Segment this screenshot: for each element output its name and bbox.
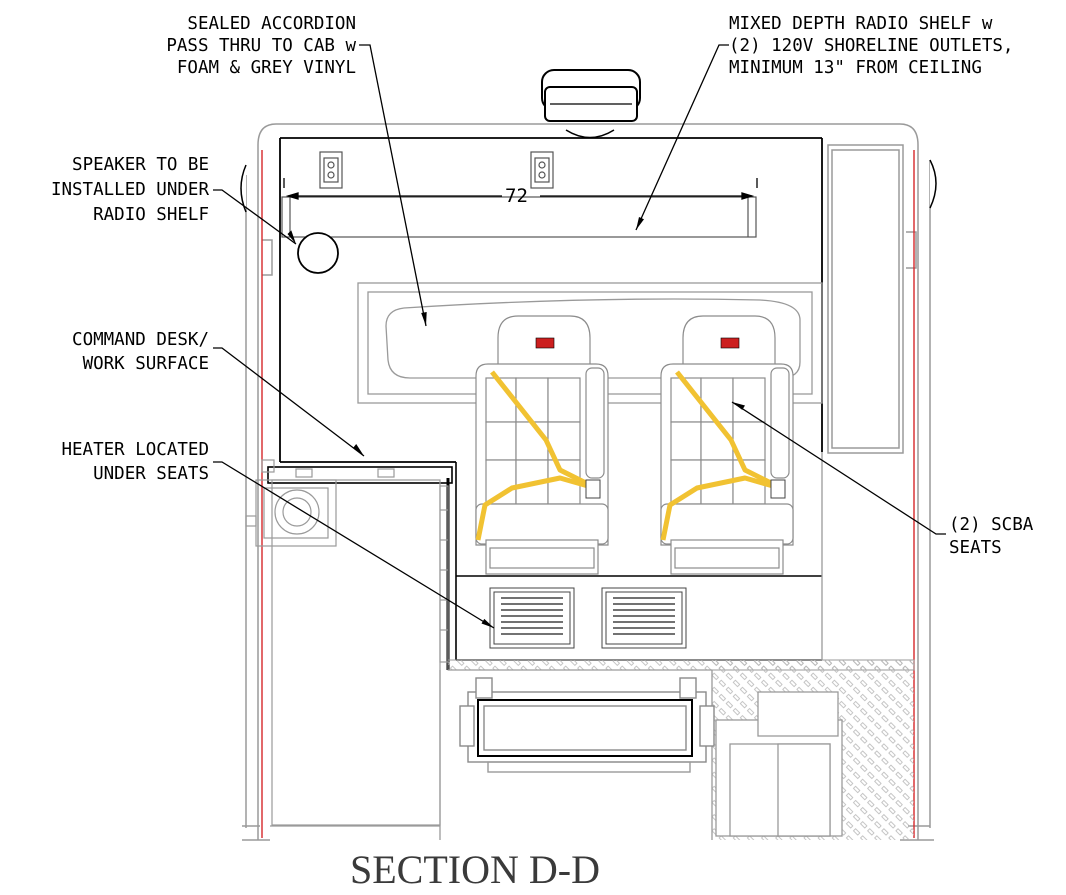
- callout-line: COMMAND DESK/: [72, 330, 209, 350]
- heater-vent-left: [489, 587, 575, 649]
- lower-compartment: [270, 670, 843, 840]
- callout-line: UNDER SEATS: [93, 464, 209, 484]
- dimension-label: 72: [505, 185, 528, 207]
- callout-speaker: SPEAKER TO BE INSTALLED UNDER RADIO SHEL…: [51, 155, 210, 225]
- leader-arrows: [287, 217, 745, 628]
- step-module: [459, 677, 715, 773]
- callout-line: WORK SURFACE: [83, 354, 209, 374]
- leader-lines: [213, 44, 946, 629]
- callout-line: SEATS: [949, 538, 1002, 558]
- callout-line: PASS THRU TO CAB w: [166, 36, 356, 56]
- callout-line: MIXED DEPTH RADIO SHELF w: [729, 14, 993, 34]
- callout-line: SPEAKER TO BE: [72, 155, 209, 175]
- command-desk: [245, 459, 453, 826]
- body-outline: [242, 123, 934, 841]
- dimension-72: [283, 178, 758, 200]
- callout-line: FOAM & GREY VINYL: [177, 58, 356, 78]
- drawing-title: SECTION D-D: [350, 847, 600, 892]
- callout-line: HEATER LOCATED: [61, 440, 209, 460]
- side-lights: [240, 159, 937, 213]
- callout-line: SEALED ACCORDION: [187, 14, 356, 34]
- outlet-left: [319, 151, 343, 189]
- callout-heater: HEATER LOCATED UNDER SEATS: [61, 440, 209, 484]
- callout-line: RADIO SHELF: [93, 205, 209, 225]
- radio-shelf: [281, 196, 757, 238]
- scba-seat-left: [475, 315, 609, 575]
- callout-line: (2) SCBA: [949, 515, 1034, 535]
- outlet-right: [530, 151, 554, 189]
- callout-radio-shelf: MIXED DEPTH RADIO SHELF w (2) 120V SHORE…: [729, 14, 1013, 78]
- callout-pass-thru: SEALED ACCORDION PASS THRU TO CAB w FOAM…: [166, 14, 356, 78]
- callout-line: MINIMUM 13" FROM CEILING: [729, 58, 982, 78]
- callout-line: (2) 120V SHORELINE OUTLETS,: [729, 36, 1013, 56]
- roof-ac-unit: [541, 69, 641, 139]
- callout-scba-seats: (2) SCBA SEATS: [949, 515, 1034, 558]
- heater-vent-right: [601, 587, 687, 649]
- speaker-icon: [297, 232, 339, 274]
- scba-seat-right: [660, 315, 794, 575]
- callout-command-desk: COMMAND DESK/ WORK SURFACE: [72, 330, 209, 374]
- callout-line: INSTALLED UNDER: [51, 180, 210, 200]
